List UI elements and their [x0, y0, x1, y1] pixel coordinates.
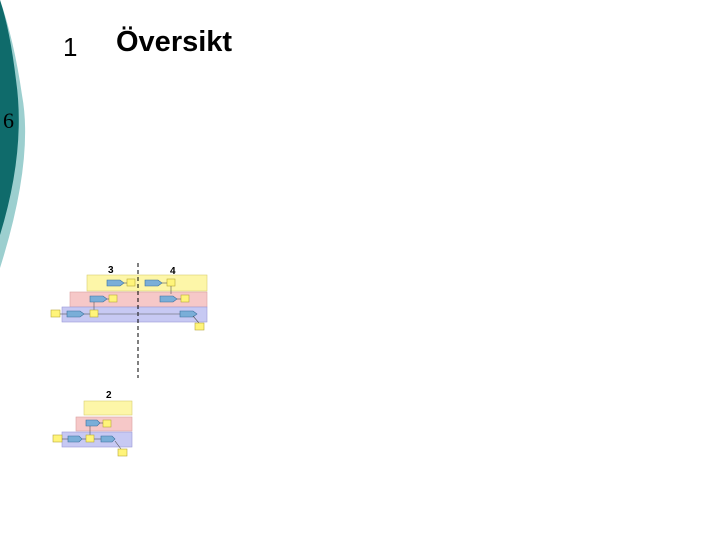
process-shape — [85, 419, 101, 427]
data-box — [85, 434, 95, 443]
process-shape — [159, 295, 178, 303]
side-decoration — [0, 0, 26, 268]
process-shape — [100, 435, 116, 443]
process-shape — [66, 310, 85, 318]
label-2: 2 — [106, 390, 112, 401]
process-shape — [89, 295, 108, 303]
slide-title: Översikt — [116, 26, 233, 58]
input-box — [50, 309, 61, 318]
process-shape — [179, 310, 198, 318]
lower-diagram: 2 — [52, 390, 133, 457]
data-box — [108, 294, 118, 303]
output-box — [117, 448, 128, 457]
connector — [114, 440, 122, 450]
data-box — [180, 294, 190, 303]
output-box — [194, 322, 205, 331]
slide-number: 1 — [63, 32, 78, 62]
process-shape — [144, 279, 163, 287]
process-shape — [67, 435, 83, 443]
side-number: 6 — [3, 108, 14, 133]
data-box — [166, 278, 176, 287]
process-shape — [106, 279, 125, 287]
yellow-band — [83, 400, 133, 416]
data-box — [89, 309, 99, 318]
data-box — [126, 278, 136, 287]
label-3: 3 — [108, 265, 114, 276]
data-box — [102, 419, 112, 428]
side-arc-dark — [0, 0, 19, 235]
input-box — [52, 434, 63, 443]
label-4: 4 — [170, 266, 176, 277]
connector — [192, 315, 200, 324]
upper-diagram: 3 4 — [50, 263, 208, 378]
